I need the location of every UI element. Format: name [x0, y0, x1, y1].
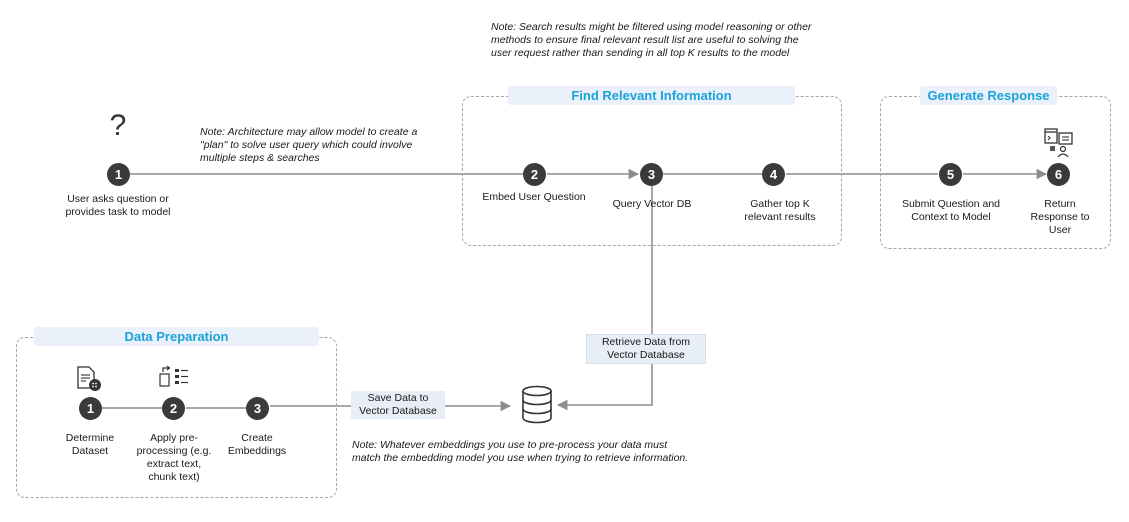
caption-create-embeddings: Create Embeddings: [227, 432, 287, 457]
label-retrieve-data: Retrieve Data from Vector Database: [586, 334, 706, 364]
response-dashboard-icon: [1044, 128, 1073, 158]
step-find-4: 4: [762, 163, 785, 186]
note-architecture: Note: Architecture may allow model to cr…: [200, 126, 418, 164]
caption-gather-results: Gather top K relevant results: [744, 198, 816, 223]
note-search-filter: Note: Search results might be filtered u…: [491, 21, 812, 59]
caption-return-response: Return Response to User: [1030, 198, 1090, 236]
question-mark-icon: ?: [109, 109, 127, 142]
step-prep-3: 3: [246, 397, 269, 420]
step-prep-2: 2: [162, 397, 185, 420]
preprocessing-icon: [159, 365, 188, 387]
caption-determine-dataset: Determine Dataset: [65, 432, 115, 457]
step-generate-5: 5: [939, 163, 962, 186]
caption-query-vector-db: Query Vector DB: [612, 198, 692, 210]
note-embeddings: Note: Whatever embeddings you use to pre…: [352, 439, 689, 464]
step-user-1: 1: [107, 163, 130, 186]
group-title-generate: Generate Response: [920, 86, 1057, 105]
caption-embed-question: Embed User Question: [482, 191, 586, 203]
connector-query-to-database: [556, 186, 653, 411]
step-find-3: 3: [640, 163, 663, 186]
group-title-find: Find Relevant Information: [508, 86, 795, 105]
step-find-2: 2: [523, 163, 546, 186]
caption-apply-preprocessing: Apply pre-processing (e.g. extract text,…: [136, 432, 212, 483]
step-generate-6: 6: [1047, 163, 1070, 186]
database-icon: [522, 385, 552, 424]
dataset-document-icon: [77, 366, 101, 391]
step-prep-1: 1: [79, 397, 102, 420]
label-save-data: Save Data to Vector Database: [351, 391, 445, 419]
caption-submit-question: Submit Question and Context to Model: [901, 198, 1001, 223]
caption-user-step: User asks question or provides task to m…: [65, 193, 171, 218]
group-title-prep: Data Preparation: [34, 327, 319, 346]
